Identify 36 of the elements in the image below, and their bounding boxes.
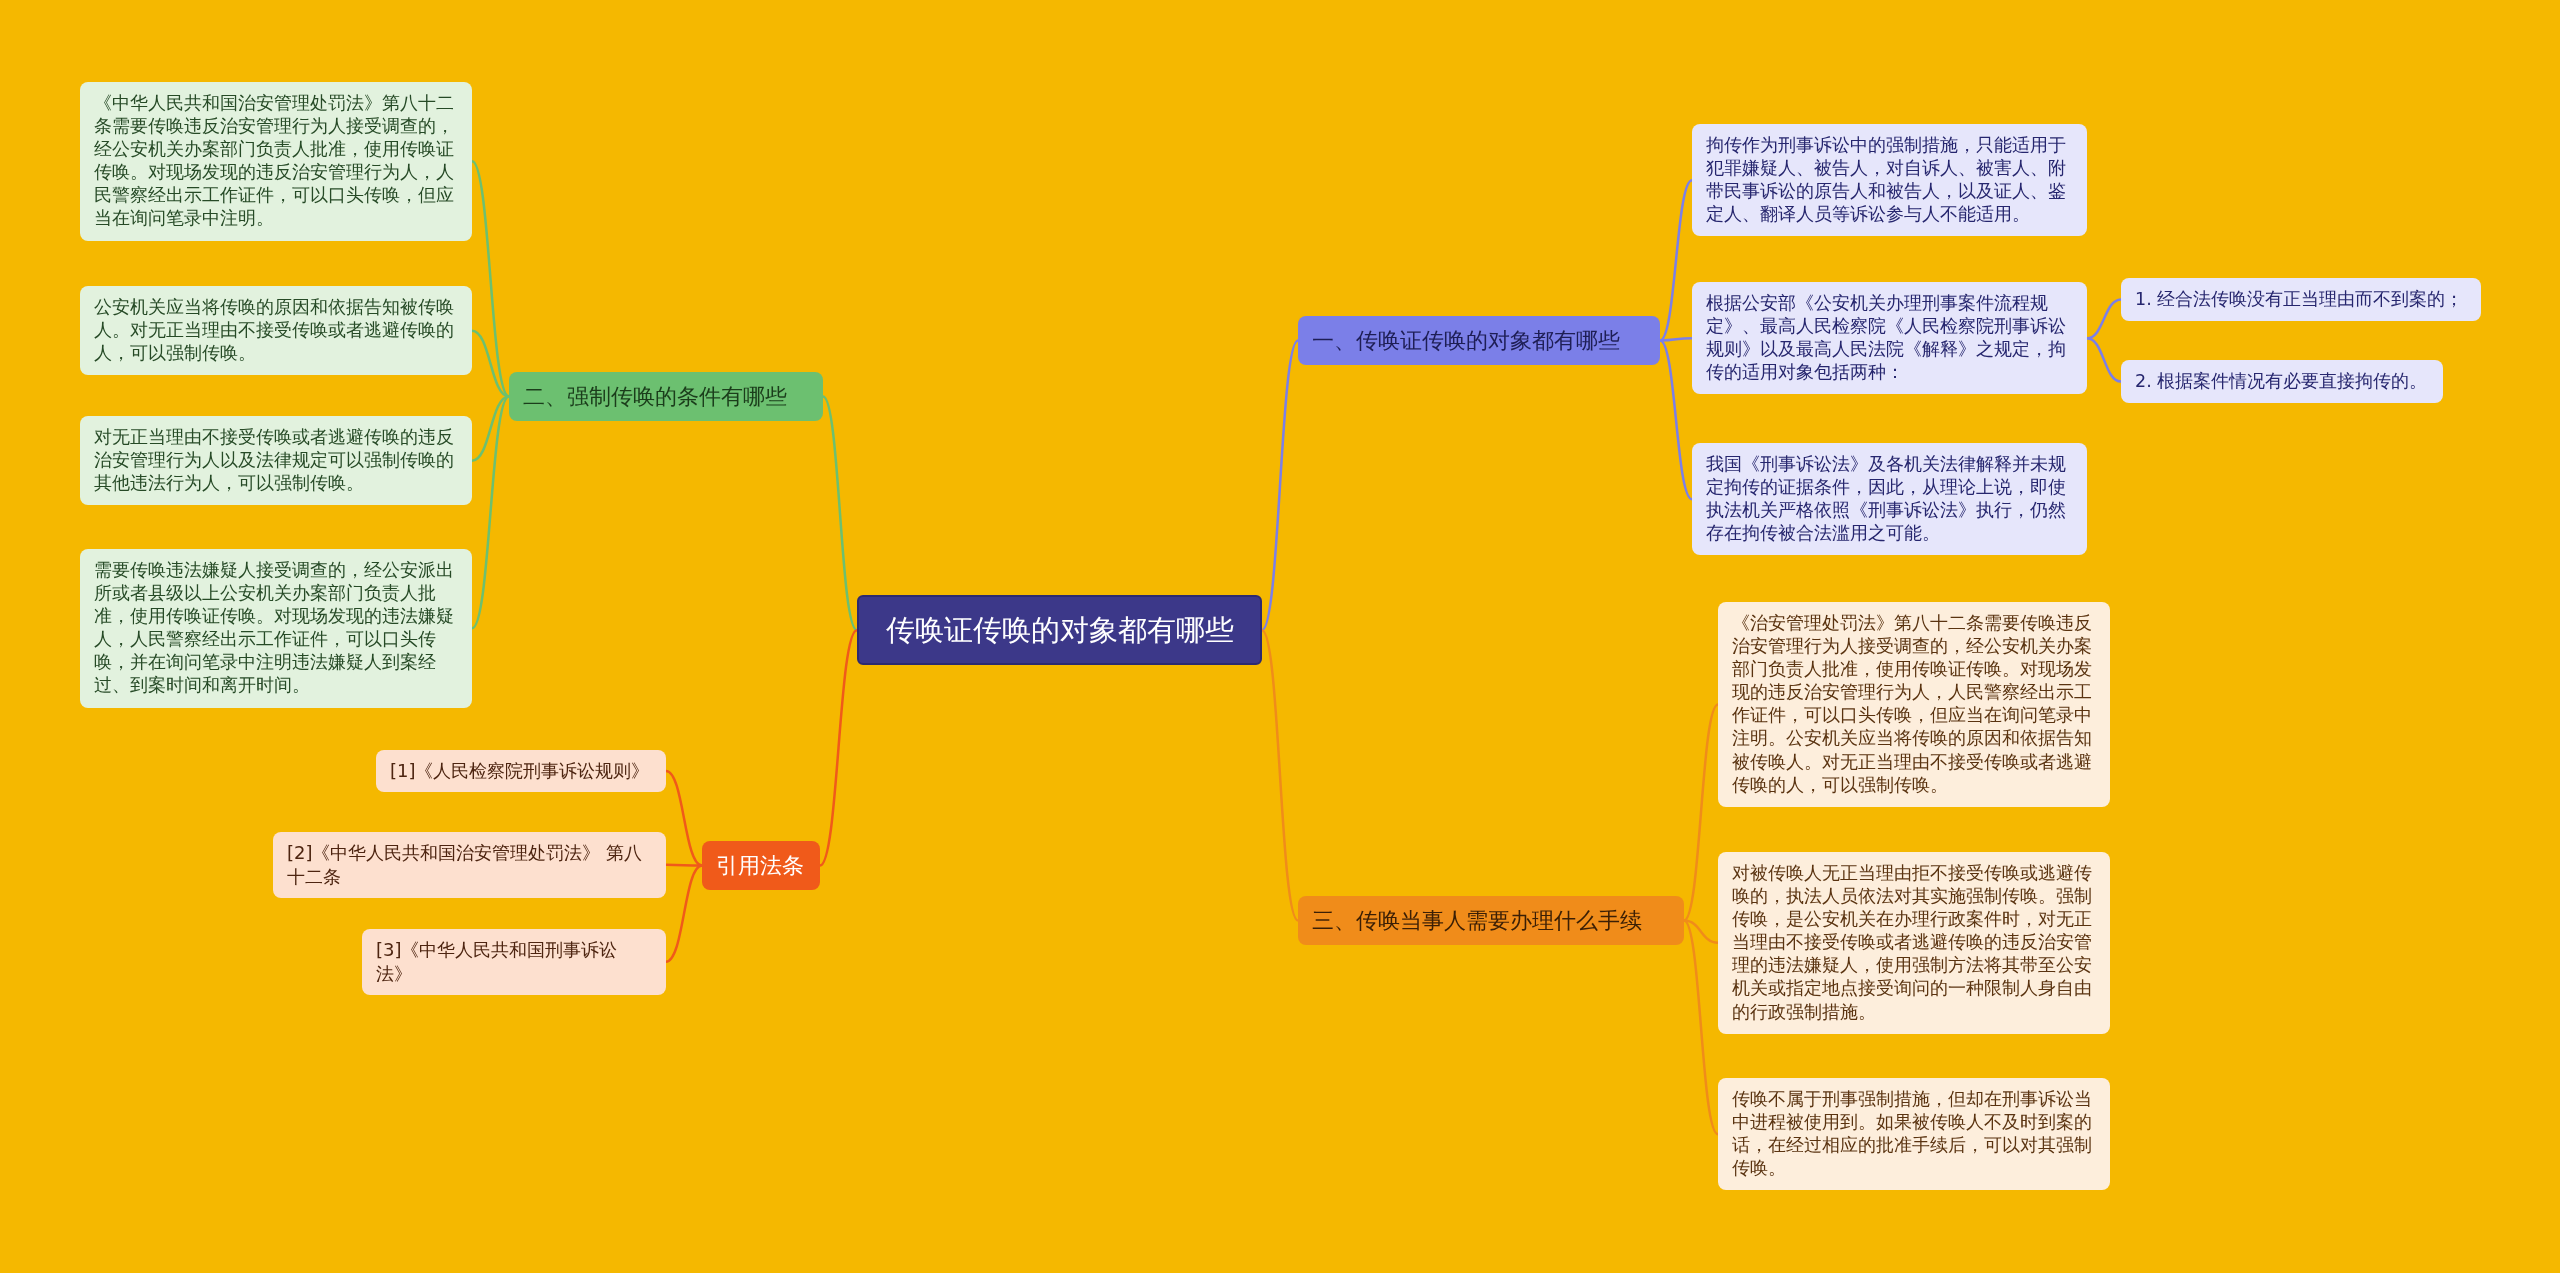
branch-topic: 引用法条 (702, 841, 820, 891)
note-card: 我国《刑事诉讼法》及各机关法律解释并未规定拘传的证据条件，因此，从理论上说，即使执法机关严格依照《刑事诉讼法》执行，仍然存在拘传被合法滥用之可能。 (1692, 443, 2087, 556)
reference-card: [1]《人民检察院刑事诉讼规则》 (376, 750, 666, 792)
connector-line (1261, 629, 1299, 922)
reference-card: [2]《中华人民共和国治安管理处罚法》 第八十二条 (273, 832, 666, 898)
connector-line (1659, 339, 1693, 501)
connector-line (471, 160, 510, 398)
root-topic: 传唤证传唤的对象都有哪些 (857, 595, 1262, 666)
note-card: 根据公安部《公安机关办理刑事案件流程规定》、最高人民检察院《人民检察院刑事诉讼规则》以及最高人民法院《解释》之规定，拘传的适用对象包括两种： (1692, 282, 2087, 395)
connector-line (1683, 703, 1719, 922)
connector-line (1683, 919, 1719, 945)
connector-line (666, 863, 702, 867)
note-card: 对无正当理由不接受传唤或者逃避传唤的违反治安管理行为人以及法律规定可以强制传唤的其他违法行为人，可以强制传唤。 (80, 416, 472, 506)
connector-line (471, 395, 510, 630)
note-card: 对被传唤人无正当理由拒不接受传唤或逃避传唤的，执法人员依法对其实施强制传唤。强制传唤，是公安机关在办理行政案件时，对无正当理由不接受传唤或者逃避传唤的违反治安管理的违法嫌疑人，使用强制方法将其带至公安机关或指定地点接受询问的一种限制人身自由的行政强制措施。 (1718, 852, 2110, 1034)
note-card: 2. 根据案件情况有必要直接拘传的。 (2121, 360, 2443, 404)
note-card: 《治安管理处罚法》第八十二条需要传唤违反治安管理行为人接受调查的，经公安机关办案部门负责人批准，使用传唤证传唤。对现场发现的违反治安管理行为人，人民警察经出示工作证件，可以口头传唤，但应当在询问笔录中注明。公安机关应当将传唤的原因和依据告知被传唤人。对无正当理由不接受传唤或者逃避传唤的人，可以强制传唤。 (1718, 602, 2110, 807)
note-card: 《中华人民共和国治安管理处罚法》第八十二条需要传唤违反治安管理行为人接受调查的，经公安机关办案部门负责人批准，使用传唤证传唤。对现场发现的违反治安管理行为人，人民警察经出示工作证件，可以口头传唤，但应当在询问笔录中注明。 (80, 82, 472, 241)
connector-line (819, 629, 858, 867)
connector-line (822, 395, 858, 631)
connector-line (665, 864, 703, 963)
note-card: 1. 经合法传唤没有正当理由而不到案的； (2121, 278, 2481, 322)
note-card: 需要传唤违法嫌疑人接受调查的，经公安派出所或者县级以上公安机关办案部门负责人批准，使用传唤证传唤。对现场发现的违法嫌疑人，人民警察经出示工作证件，可以口头传唤，并在询问笔录中注明违法嫌疑人到案经过、到案时间和离开时间。 (80, 549, 472, 708)
note-card: 公安机关应当将传唤的原因和依据告知被传唤人。对无正当理由不接受传唤或者逃避传唤的人，可以强制传唤。 (80, 286, 472, 376)
reference-card: [3]《中华人民共和国刑事诉讼法》 (362, 929, 666, 995)
connector-line (1660, 336, 1692, 342)
branch-topic: 三、传唤当事人需要办理什么手续 (1298, 896, 1684, 946)
note-card: 传唤不属于刑事强制措施，但却在刑事诉讼当中进程被使用到。如果被传唤人不及时到案的话，在经过相应的批准手续后，可以对其强制传唤。 (1718, 1078, 2110, 1191)
branch-topic: 二、强制传唤的条件有哪些 (509, 372, 823, 422)
connector-line (1659, 179, 1693, 342)
connector-line (2086, 336, 2122, 383)
connector-line (1683, 919, 1719, 1136)
branch-topic: 一、传唤证传唤的对象都有哪些 (1298, 316, 1660, 366)
note-card: 拘传作为刑事诉讼中的强制措施，只能适用于犯罪嫌疑人、被告人，对自诉人、被害人、附带民事诉讼的原告人和被告人，以及证人、鉴定人、翻译人员等诉讼参与人不能适用。 (1692, 124, 2087, 237)
connector-line (665, 769, 703, 867)
connector-line (1261, 339, 1299, 631)
